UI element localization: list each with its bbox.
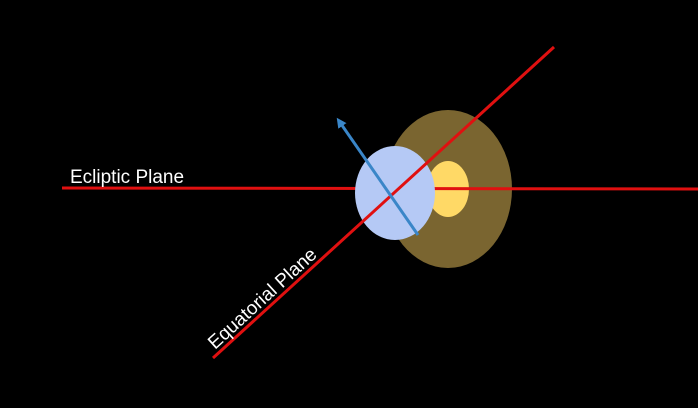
rotation-axis-arrow xyxy=(336,117,420,236)
ecliptic-plane-label: Ecliptic Plane xyxy=(70,167,184,188)
equatorial-plane-line xyxy=(211,45,556,360)
